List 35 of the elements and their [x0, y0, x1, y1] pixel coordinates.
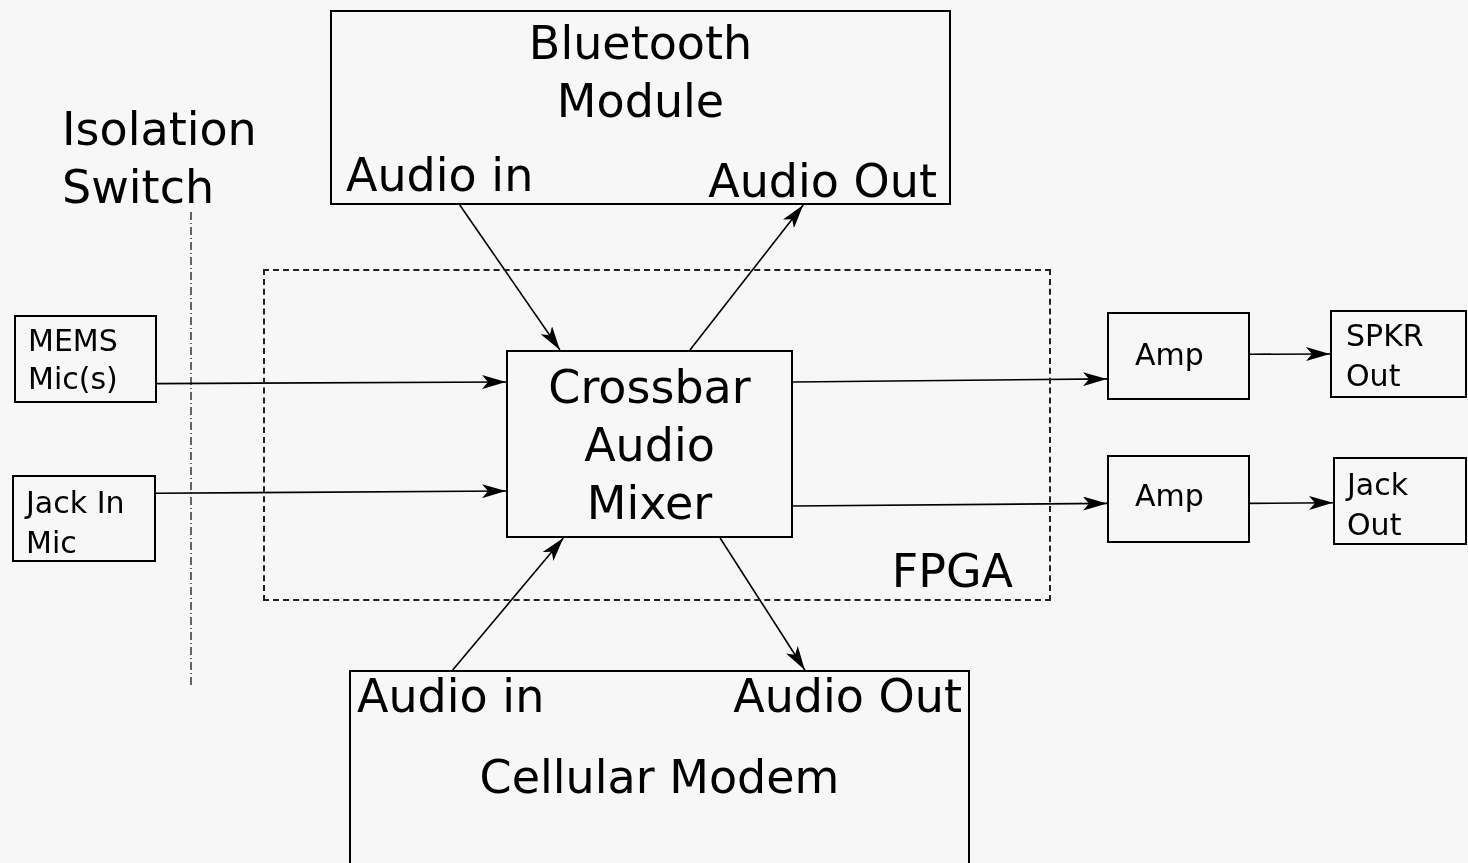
input-box — [14, 315, 157, 403]
box-label: SPKR Out — [1346, 317, 1425, 395]
box-label: Crossbar Audio Mixer — [547, 359, 752, 532]
arrow — [1249, 495, 1334, 510]
arrow — [719, 537, 806, 671]
module-box — [330, 10, 951, 205]
fpga-dashed-boundary — [263, 269, 1051, 601]
arrow — [689, 204, 804, 351]
input-box — [12, 475, 156, 562]
modem-box — [349, 670, 970, 863]
box-label: Jack In Mic — [26, 484, 126, 562]
port-label: Audio in — [346, 149, 534, 201]
output-box — [1330, 310, 1467, 398]
mixer-box — [506, 350, 793, 538]
boundary-label: FPGA — [891, 545, 1013, 597]
box-label: Amp — [1135, 477, 1204, 515]
arrow — [1249, 347, 1331, 362]
amplifier-box — [1107, 312, 1250, 400]
port-label: Audio in — [357, 670, 545, 722]
arrow — [459, 204, 561, 351]
port-label: Audio Out — [733, 670, 962, 722]
arrow — [155, 484, 507, 499]
box-label: Jack Out — [1347, 466, 1410, 544]
arrow — [451, 537, 565, 671]
module-title: Cellular Modem — [478, 749, 841, 806]
amplifier-box — [1107, 455, 1250, 543]
switch-label: Isolation Switch — [62, 101, 258, 216]
output-box — [1333, 457, 1467, 545]
arrow — [156, 375, 507, 390]
module-title: Bluetooth Module — [527, 15, 754, 130]
arrow — [792, 496, 1108, 511]
arrow — [792, 372, 1108, 387]
box-label: Amp — [1135, 336, 1204, 374]
port-label: Audio Out — [708, 155, 937, 207]
box-label: MEMS Mic(s) — [28, 322, 119, 398]
